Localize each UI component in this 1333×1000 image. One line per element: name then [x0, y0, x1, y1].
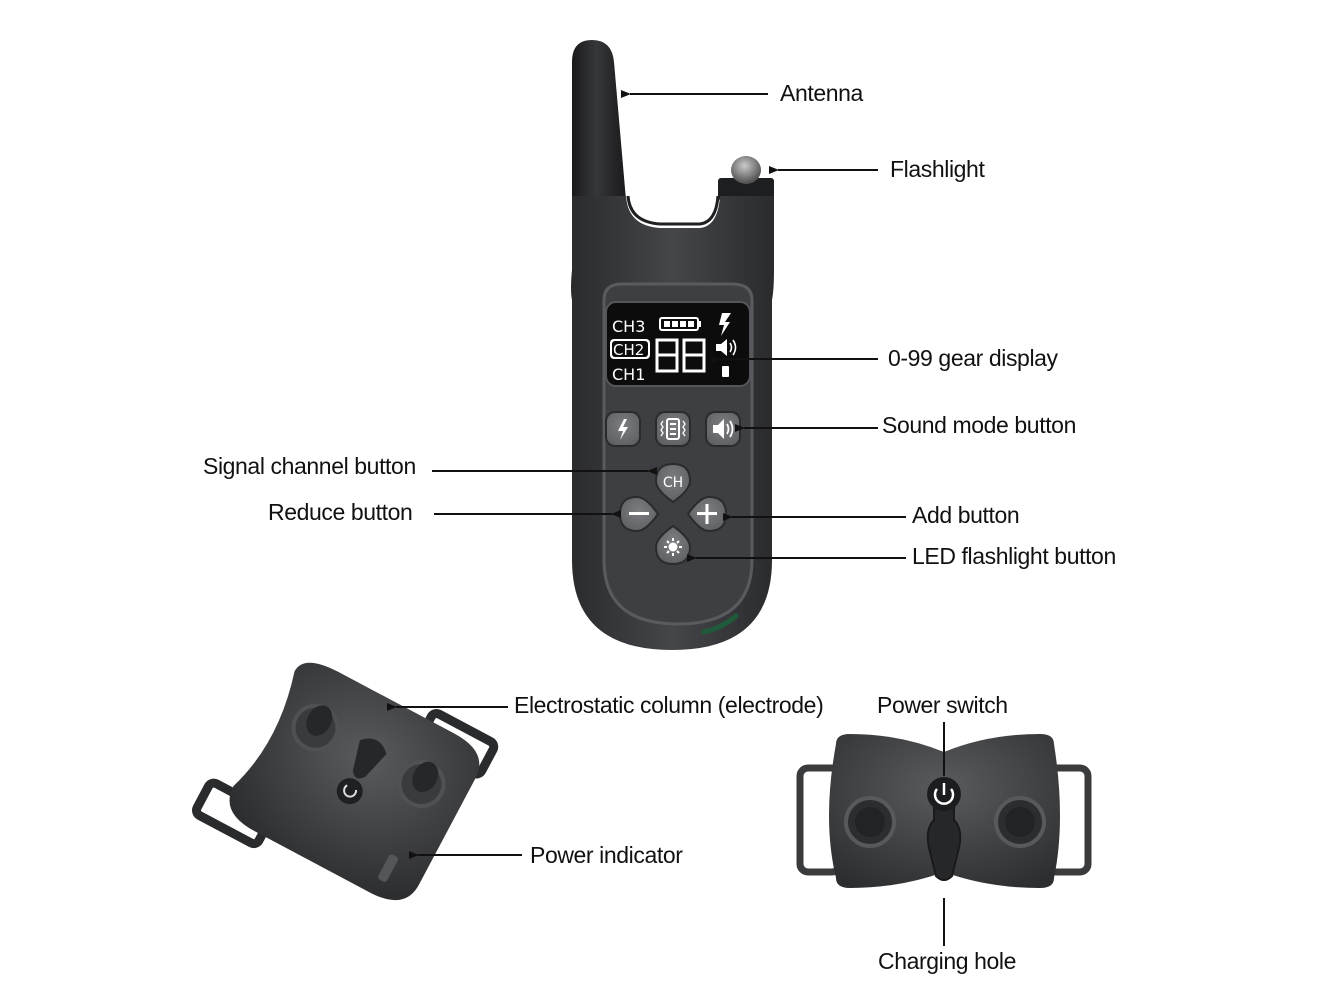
callout-lines [387, 90, 945, 946]
label-sound-mode: Sound mode button [882, 412, 1076, 438]
sound-button-icon [713, 419, 734, 439]
flashlight-base [718, 178, 774, 200]
vibration-button-icon [660, 418, 686, 440]
label-flashlight: Flashlight [890, 156, 985, 182]
lcd-channel-1: CH1 [612, 365, 645, 384]
label-antenna: Antenna [780, 80, 863, 106]
antenna [572, 40, 626, 200]
label-charging-hole: Charging hole [878, 948, 1017, 974]
ch-button-label: CH [663, 475, 683, 491]
receiver-power-button [336, 778, 363, 805]
remote-buttons: CH [605, 411, 741, 566]
label-add: Add button [912, 502, 1020, 528]
label-led-flashlight: LED flashlight button [912, 543, 1116, 569]
minus-icon [629, 512, 649, 515]
flashlight-bulb [731, 156, 761, 184]
power-icon [933, 788, 955, 805]
label-power-indicator: Power indicator [530, 842, 683, 868]
lcd-content: CH3 CH2 CH1 [610, 313, 737, 384]
sun-icon [664, 538, 682, 556]
label-signal-channel: Signal channel button [203, 453, 416, 479]
sound-icon [716, 339, 737, 356]
battery-full-icon [659, 317, 701, 331]
charging-port-cover [926, 807, 962, 881]
shock-button-icon [618, 419, 628, 440]
receiver-power-indicator [378, 854, 398, 882]
receiver-angled-view [192, 662, 499, 901]
receiver-front-view [796, 734, 1092, 888]
label-reduce: Reduce button [268, 499, 413, 525]
plus-icon [697, 504, 717, 524]
label-gear-display: 0-99 gear display [888, 345, 1058, 371]
lcd-digits [655, 338, 706, 373]
remote-power-indicator [701, 613, 739, 635]
label-electrode: Electrostatic column (electrode) [514, 692, 824, 718]
lcd-channel-2: CH2 [613, 341, 644, 359]
lcd-channel-3: CH3 [612, 317, 645, 336]
vibration-icon [722, 366, 729, 377]
ch-button[interactable] [654, 462, 692, 504]
label-power-switch: Power switch [877, 692, 1008, 718]
shock-icon [719, 313, 731, 336]
